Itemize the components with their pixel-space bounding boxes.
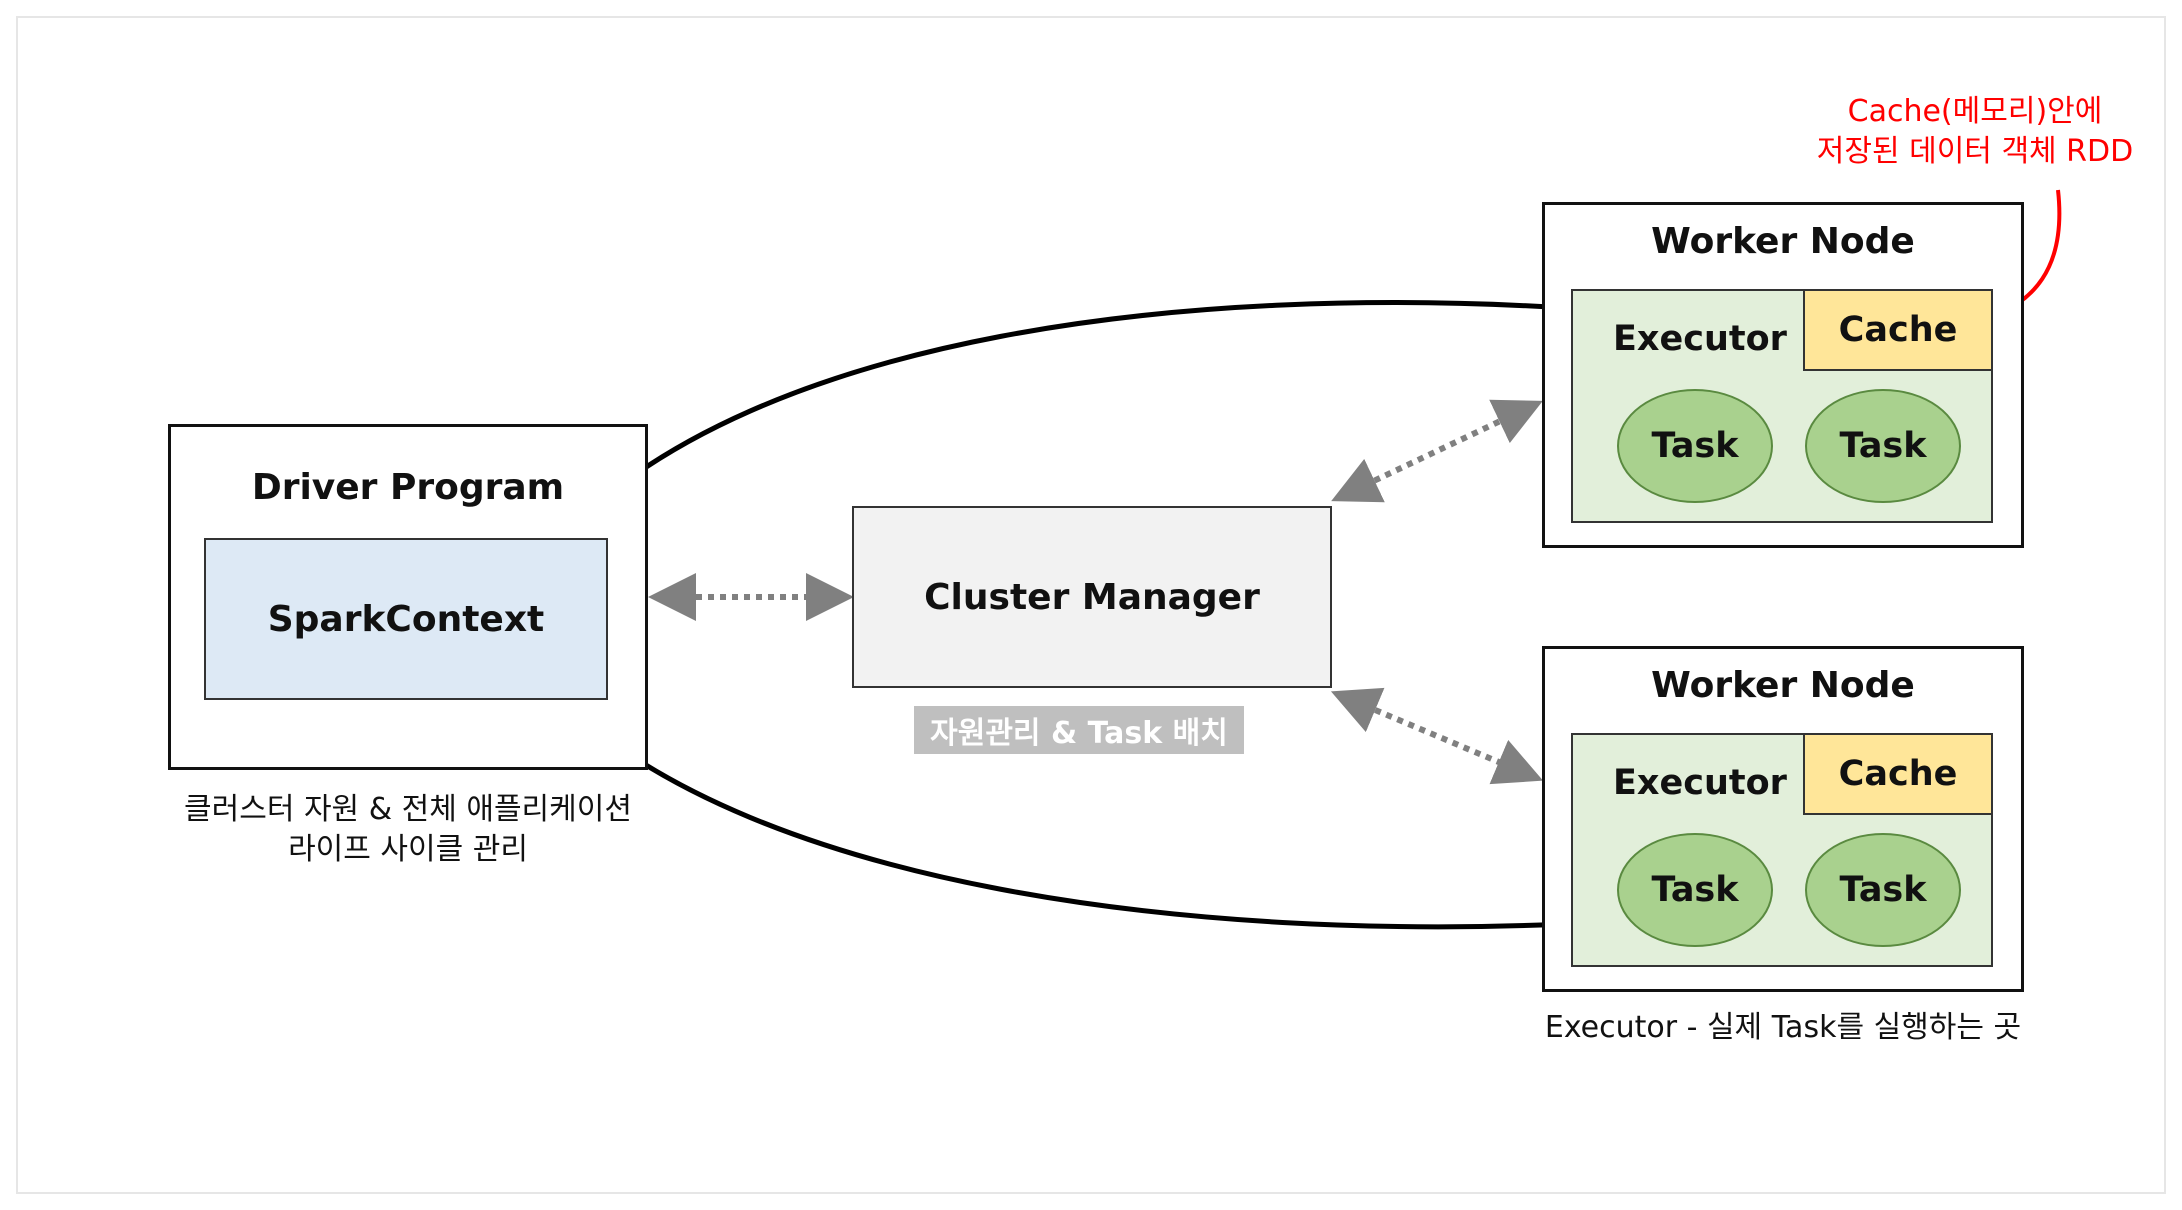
driver-caption-line1: 클러스터 자원 & 전체 애플리케이션 [184, 792, 632, 827]
executor-box: Executor Cache Task Task [1571, 289, 1993, 523]
worker-node-2: Worker Node Executor Cache Task Task [1542, 646, 2024, 992]
dotted-arrow-cm-worker2 [1330, 687, 1544, 785]
worker-node-title: Worker Node [1651, 665, 1915, 706]
executor-caption: Executor - 실제 Task를 실행하는 곳 [1544, 1010, 2022, 1045]
task-ellipse: Task [1617, 389, 1773, 503]
cache-note-line1: Cache(메모리)안에 [1847, 94, 2103, 129]
worker-node-title: Worker Node [1651, 221, 1915, 262]
cache-box: Cache [1803, 733, 1993, 815]
executor-label: Executor [1613, 319, 1787, 359]
cluster-manager-box: Cluster Manager [852, 506, 1332, 688]
spark-context-box: SparkContext [204, 538, 608, 700]
driver-program-title: Driver Program [251, 467, 565, 508]
dotted-arrow-cm-worker1 [1331, 399, 1543, 503]
driver-caption: 클러스터 자원 & 전체 애플리케이션 라이프 사이클 관리 [150, 790, 666, 870]
cache-box: Cache [1803, 289, 1993, 371]
task-ellipse: Task [1617, 833, 1773, 947]
worker-node-1: Worker Node Executor Cache Task Task [1542, 202, 2024, 548]
cache-note: Cache(메모리)안에 저장된 데이터 객체 RDD [1790, 92, 2160, 172]
task-ellipse: Task [1805, 389, 1961, 503]
executor-box: Executor Cache Task Task [1571, 733, 1993, 967]
executor-label: Executor [1613, 763, 1787, 803]
arrow-worker2-to-sparkcontext [552, 693, 1608, 948]
cluster-manager-badge: 자원관리 & Task 배치 [914, 706, 1244, 754]
driver-caption-line2: 라이프 사이클 관리 [288, 832, 528, 867]
task-ellipse: Task [1805, 833, 1961, 947]
arrow-worker1-to-sparkcontext [553, 285, 1608, 546]
cache-note-line2: 저장된 데이터 객체 RDD [1816, 134, 2134, 169]
